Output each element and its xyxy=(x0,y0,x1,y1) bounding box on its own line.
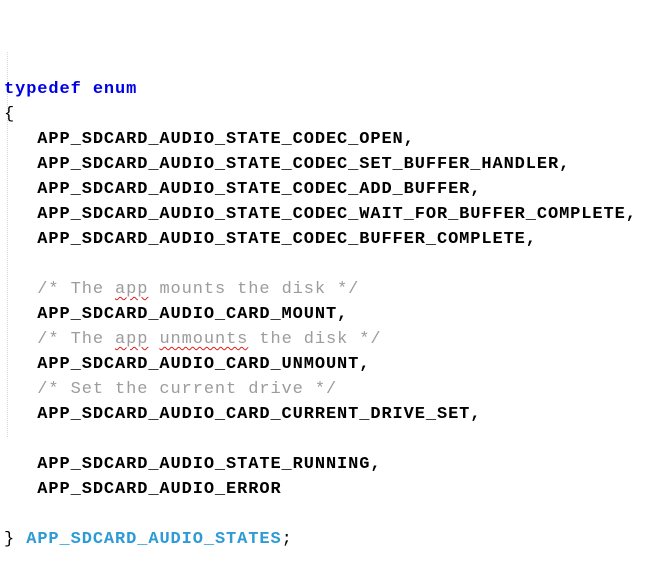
code-token: APP_SDCARD_AUDIO_CARD_MOUNT, xyxy=(4,305,349,324)
code-line: APP_SDCARD_AUDIO_STATE_RUNNING, xyxy=(4,452,650,477)
code-line: APP_SDCARD_AUDIO_STATE_CODEC_WAIT_FOR_BU… xyxy=(4,202,650,227)
code-token: APP_SDCARD_AUDIO_STATE_CODEC_ADD_BUFFER, xyxy=(4,180,482,199)
code-token: /* The xyxy=(4,330,116,349)
code-token: APP_SDCARD_AUDIO_ERROR xyxy=(4,480,282,499)
code-token xyxy=(148,330,159,349)
code-line: typedef enum xyxy=(4,77,650,102)
code-lines-container: typedef enum { APP_SDCARD_AUDIO_STATE_COD… xyxy=(4,77,650,552)
code-editor[interactable]: typedef enum { APP_SDCARD_AUDIO_STATE_COD… xyxy=(0,0,650,549)
code-line xyxy=(4,427,650,452)
misspelled-word: app xyxy=(115,330,149,349)
code-line: APP_SDCARD_AUDIO_CARD_MOUNT, xyxy=(4,302,650,327)
code-token: APP_SDCARD_AUDIO_STATE_CODEC_BUFFER_COMP… xyxy=(4,230,537,249)
code-token: APP_SDCARD_AUDIO_STATES xyxy=(26,530,282,549)
code-token: ; xyxy=(281,530,293,549)
code-token: { xyxy=(4,105,16,124)
code-token: APP_SDCARD_AUDIO_STATE_CODEC_WAIT_FOR_BU… xyxy=(4,205,637,224)
code-line: APP_SDCARD_AUDIO_STATE_CODEC_OPEN, xyxy=(4,127,650,152)
code-token: typedef enum xyxy=(4,80,138,99)
code-token: APP_SDCARD_AUDIO_STATE_CODEC_SET_BUFFER_… xyxy=(4,155,571,174)
code-token: APP_SDCARD_AUDIO_STATE_CODEC_OPEN, xyxy=(4,130,415,149)
code-token: APP_SDCARD_AUDIO_CARD_UNMOUNT, xyxy=(4,355,371,374)
code-line: } APP_SDCARD_AUDIO_STATES; xyxy=(4,527,650,552)
code-line xyxy=(4,252,650,277)
code-token: } xyxy=(4,530,27,549)
code-line: { xyxy=(4,102,650,127)
code-line xyxy=(4,502,650,527)
code-line: APP_SDCARD_AUDIO_ERROR xyxy=(4,477,650,502)
code-token: the disk */ xyxy=(248,330,382,349)
code-line: APP_SDCARD_AUDIO_CARD_UNMOUNT, xyxy=(4,352,650,377)
code-token: APP_SDCARD_AUDIO_CARD_CURRENT_DRIVE_SET, xyxy=(4,405,482,424)
code-token: /* The xyxy=(4,280,116,299)
code-line: APP_SDCARD_AUDIO_STATE_CODEC_BUFFER_COMP… xyxy=(4,227,650,252)
code-token: APP_SDCARD_AUDIO_STATE_RUNNING, xyxy=(4,455,382,474)
code-line: /* The app mounts the disk */ xyxy=(4,277,650,302)
misspelled-word: app xyxy=(115,280,149,299)
code-token: /* Set the current drive */ xyxy=(4,380,338,399)
code-line: APP_SDCARD_AUDIO_STATE_CODEC_SET_BUFFER_… xyxy=(4,152,650,177)
code-line: APP_SDCARD_AUDIO_STATE_CODEC_ADD_BUFFER, xyxy=(4,177,650,202)
misspelled-word: unmounts xyxy=(159,330,249,349)
code-token: mounts the disk */ xyxy=(148,280,360,299)
code-line: APP_SDCARD_AUDIO_CARD_CURRENT_DRIVE_SET, xyxy=(4,402,650,427)
code-line: /* Set the current drive */ xyxy=(4,377,650,402)
code-line: /* The app unmounts the disk */ xyxy=(4,327,650,352)
